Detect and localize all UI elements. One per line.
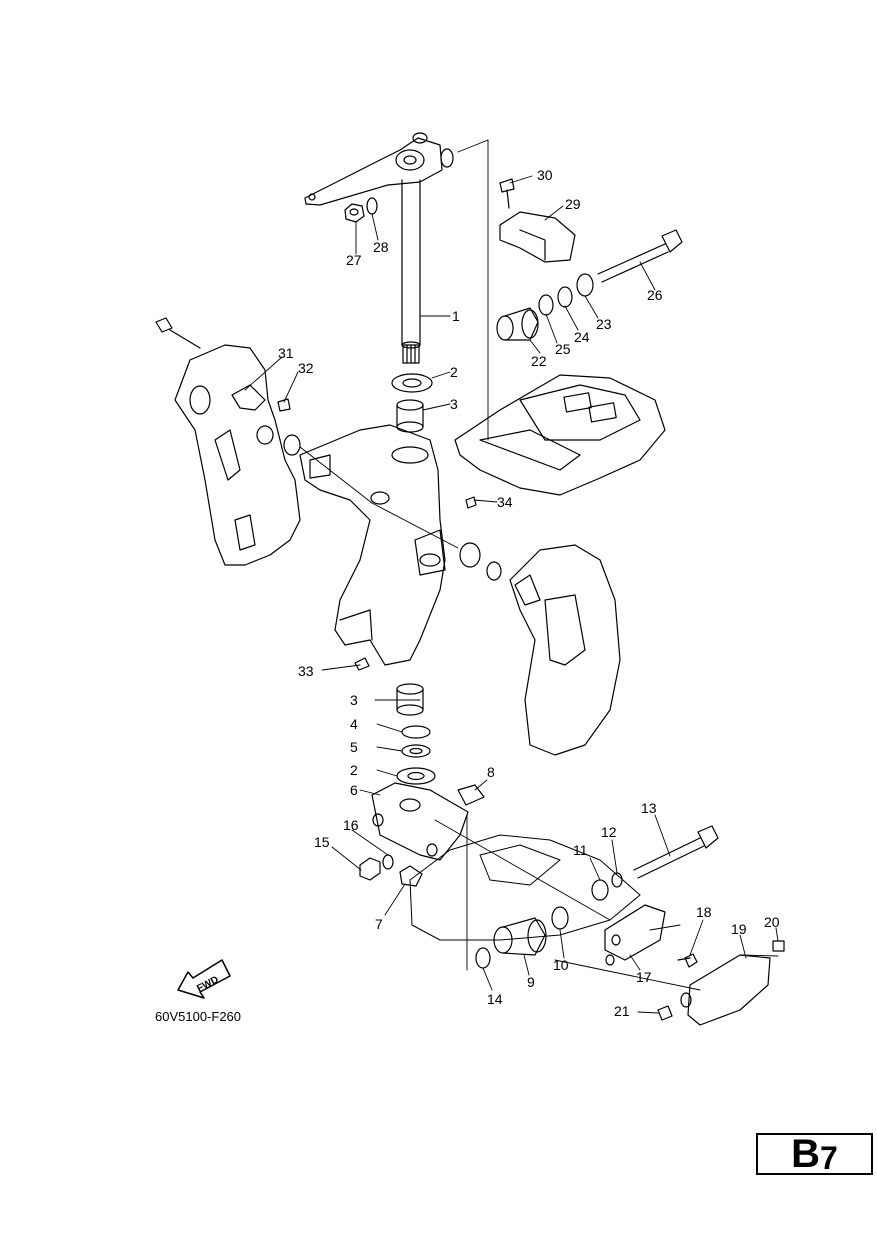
- clip-34: [465, 496, 477, 509]
- callout-24: 24: [574, 329, 590, 345]
- callout-14: 14: [487, 991, 503, 1007]
- callout-5: 5: [350, 739, 358, 755]
- callout-19: 19: [731, 921, 747, 937]
- callout-11: 11: [573, 842, 588, 858]
- callout-20: 20: [764, 914, 780, 930]
- callout-16: 16: [343, 817, 359, 833]
- callout-7: 7: [375, 916, 383, 932]
- clamp-7: [399, 865, 423, 887]
- callout-25: 25: [555, 341, 571, 357]
- upper-mount-plate: [454, 374, 666, 496]
- callout-23: 23: [596, 316, 612, 332]
- callout-18: 18: [696, 904, 712, 920]
- section-number: 7: [820, 1140, 838, 1176]
- callout-2: 2: [450, 364, 458, 380]
- callout-33: 33: [298, 663, 314, 679]
- bolt-18: [677, 953, 698, 968]
- callout-34: 34: [497, 494, 513, 510]
- callout-21: 21: [614, 1003, 630, 1019]
- callout-28: 28: [373, 239, 389, 255]
- bolt-13: [633, 825, 719, 879]
- washer-10: [551, 906, 569, 930]
- washer-2-top: [391, 373, 433, 393]
- callout-3: 3: [350, 692, 358, 708]
- section-badge: B 7: [756, 1133, 873, 1175]
- callout-30: 30: [537, 167, 553, 183]
- nut-15: [359, 857, 381, 881]
- washer-23: [576, 273, 594, 297]
- lower-case: [409, 834, 641, 941]
- clamp-bracket-left: [174, 344, 301, 566]
- bolt-26: [597, 229, 683, 283]
- washer-24: [557, 286, 573, 308]
- callout-27: 27: [346, 252, 362, 268]
- washer-25: [538, 294, 554, 316]
- lower-mount-bracket-6: [371, 782, 469, 861]
- callout-10: 10: [553, 957, 569, 973]
- washer-2-bottom: [396, 767, 436, 785]
- mount-cover-29: [499, 211, 576, 263]
- screw-33: [354, 657, 370, 671]
- swivel-bracket: [299, 424, 446, 666]
- callout-labels: 1 2 3 2 3 4 5 6 7 8 9 10 11 12 13 14 15 …: [278, 167, 780, 1019]
- steering-shaft: [401, 179, 421, 364]
- callout-26: 26: [647, 287, 663, 303]
- lower-mount-9: [493, 917, 547, 956]
- clip-20: [772, 940, 785, 952]
- nut-27: [344, 203, 365, 223]
- bushing-3-top: [396, 399, 424, 433]
- washer-14: [475, 947, 491, 969]
- sensor-lead: [155, 317, 201, 349]
- fwd-arrow-icon: FWD: [177, 959, 231, 999]
- upper-mount-22: [496, 307, 539, 341]
- clamp-bracket-right: [509, 544, 621, 756]
- callout-1: 1: [452, 308, 460, 324]
- callout-6: 6: [350, 782, 358, 798]
- callout-9: 9: [527, 974, 535, 990]
- washer-28: [366, 197, 378, 215]
- callout-22: 22: [531, 353, 547, 369]
- steering-arm: [304, 132, 454, 206]
- washer-5: [401, 744, 431, 758]
- bracket-17: [604, 904, 666, 966]
- callout-29: 29: [565, 196, 581, 212]
- clip-8: [457, 784, 485, 806]
- callout-15: 15: [314, 834, 330, 850]
- bracket-31: [231, 384, 266, 411]
- washer-11: [591, 879, 609, 901]
- screw-21: [657, 1005, 673, 1021]
- callout-17: 17: [636, 969, 652, 985]
- callout-2: 2: [350, 762, 358, 778]
- o-ring-4: [401, 725, 431, 739]
- bolt-30: [499, 178, 515, 209]
- callout-13: 13: [641, 800, 657, 816]
- callout-8: 8: [487, 764, 495, 780]
- callout-4: 4: [350, 716, 358, 732]
- callout-31: 31: [278, 345, 294, 361]
- section-letter: B: [791, 1132, 821, 1176]
- callout-3: 3: [450, 396, 458, 412]
- washer-16: [382, 854, 394, 870]
- figure-code: 60V5100-F260: [155, 1009, 241, 1024]
- bolt-32: [277, 398, 291, 412]
- cover-19: [680, 954, 771, 1026]
- bushing-3-bottom: [396, 683, 424, 716]
- callout-32: 32: [298, 360, 314, 376]
- callout-12: 12: [601, 824, 617, 840]
